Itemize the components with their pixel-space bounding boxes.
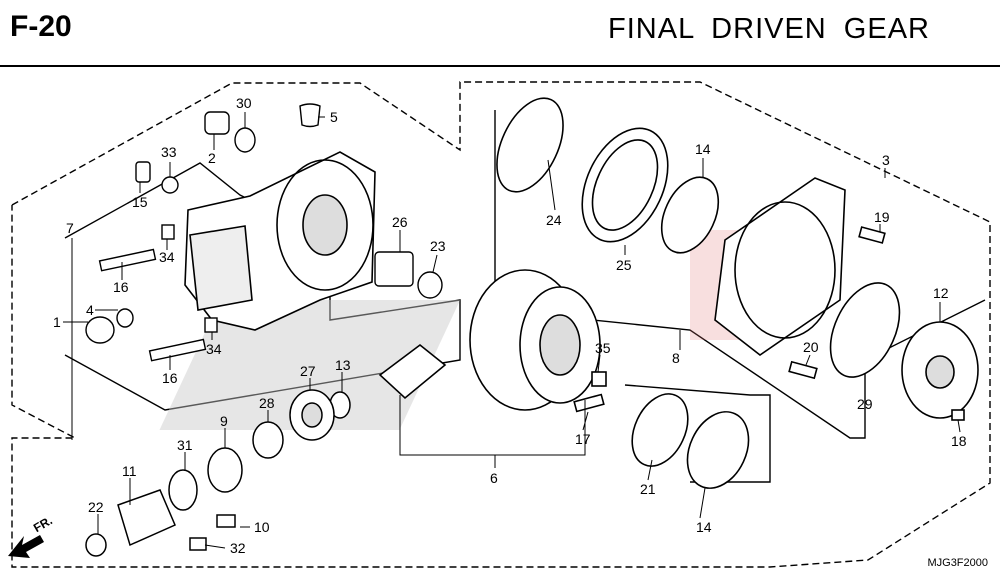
callout-35: 35: [595, 340, 611, 356]
callout-6: 6: [490, 470, 498, 486]
bolt-19-drawing: [858, 226, 886, 244]
callout-30: 30: [236, 95, 252, 111]
callout-2: 2: [208, 150, 216, 166]
dowel-34-upper-drawing: [161, 224, 175, 240]
callout-23: 23: [430, 238, 446, 254]
callout-9: 9: [220, 413, 228, 429]
callout-14-lower: 14: [696, 519, 712, 535]
joint-11-drawing: [117, 489, 176, 547]
dowel-34-lower-drawing: [204, 317, 218, 333]
bolt-15-drawing: [135, 161, 151, 183]
callout-32: 32: [230, 540, 246, 556]
callout-19: 19: [874, 209, 890, 225]
pin-35-drawing: [591, 371, 607, 387]
callout-22: 22: [88, 499, 104, 515]
callout-15: 15: [132, 194, 148, 210]
oil-filler-cap-drawing: [204, 111, 230, 135]
final-gear-case-drawing: [184, 151, 376, 331]
outer-boundary: [11, 81, 991, 568]
washer-33-drawing: [161, 176, 179, 194]
callout-29: 29: [857, 396, 873, 412]
snap-ring-4-drawing: [116, 308, 134, 328]
callout-3: 3: [882, 152, 890, 168]
pinion-parts-drawing: [85, 389, 351, 557]
callout-7: 7: [66, 220, 74, 236]
stud-17-drawing: [573, 393, 605, 413]
callout-21: 21: [640, 481, 656, 497]
callout-28: 28: [259, 395, 275, 411]
callout-25: 25: [616, 257, 632, 273]
callout-33: 33: [161, 144, 177, 160]
bearing-group-boundary: [624, 384, 771, 483]
bolt-22-drawing: [85, 533, 107, 557]
callout-10: 10: [254, 519, 270, 535]
ring-gear-set-drawing: [378, 269, 607, 413]
breather-cap-drawing: [299, 103, 321, 128]
stopper-plate-10-drawing: [216, 514, 236, 528]
callout-13: 13: [335, 357, 351, 373]
page-title: FINAL DRIVEN GEAR: [608, 13, 930, 45]
front-direction-arrow: [8, 535, 44, 558]
o-ring-29-drawing: [829, 282, 901, 378]
callout-11: 11: [122, 463, 137, 479]
callout-17: 17: [575, 431, 591, 447]
page-code: F-20: [10, 10, 72, 43]
needle-bearing-26-drawing: [374, 251, 414, 287]
shim-14-upper-drawing: [660, 176, 720, 254]
bolt-18-drawing: [951, 409, 965, 421]
leader-lines: [63, 112, 961, 549]
nut-9-drawing: [207, 447, 243, 493]
callout-12: 12: [933, 285, 949, 301]
callout-34-upper: 34: [159, 249, 175, 265]
callout-4: 4: [86, 302, 94, 318]
bearing-1-drawing: [85, 316, 115, 344]
bolt-32-drawing: [189, 537, 207, 551]
stud-16-upper-drawing: [98, 248, 157, 272]
stud-16-lower-drawing: [148, 338, 207, 362]
callout-16-lower: 16: [162, 370, 178, 386]
callout-24: 24: [546, 212, 562, 228]
o-ring-31-drawing: [168, 469, 198, 511]
callout-8: 8: [672, 350, 680, 366]
callout-20: 20: [803, 339, 819, 355]
shim-24-drawing: [496, 97, 564, 193]
cover-assembly-drawing: [496, 97, 979, 489]
bolt-20-drawing: [788, 360, 818, 380]
callout-5: 5: [330, 109, 338, 125]
callout-1: 1: [53, 314, 61, 330]
callout-numbers: 30 5 2 33 15 7 26 23 34 16 4 1 34 16 24 …: [53, 95, 967, 556]
callout-14-upper: 14: [695, 141, 711, 157]
o-ring-30-drawing: [234, 127, 256, 153]
bearing-25-drawing: [581, 127, 669, 243]
oil-seal-28-drawing: [252, 421, 284, 459]
snap-ring-23-drawing: [417, 271, 443, 299]
callout-31: 31: [177, 437, 193, 453]
title-rule: [0, 65, 1000, 67]
callout-18: 18: [951, 433, 967, 449]
callout-16-upper: 16: [113, 279, 129, 295]
catalog-code: MJG3F2000: [927, 557, 988, 569]
callout-27: 27: [300, 363, 316, 379]
callout-26: 26: [392, 214, 408, 230]
housing-group-boundary: [64, 162, 461, 411]
callout-34-lower: 34: [206, 341, 222, 357]
shim-21-drawing: [631, 393, 689, 467]
shim-14-lower-drawing: [686, 411, 750, 489]
